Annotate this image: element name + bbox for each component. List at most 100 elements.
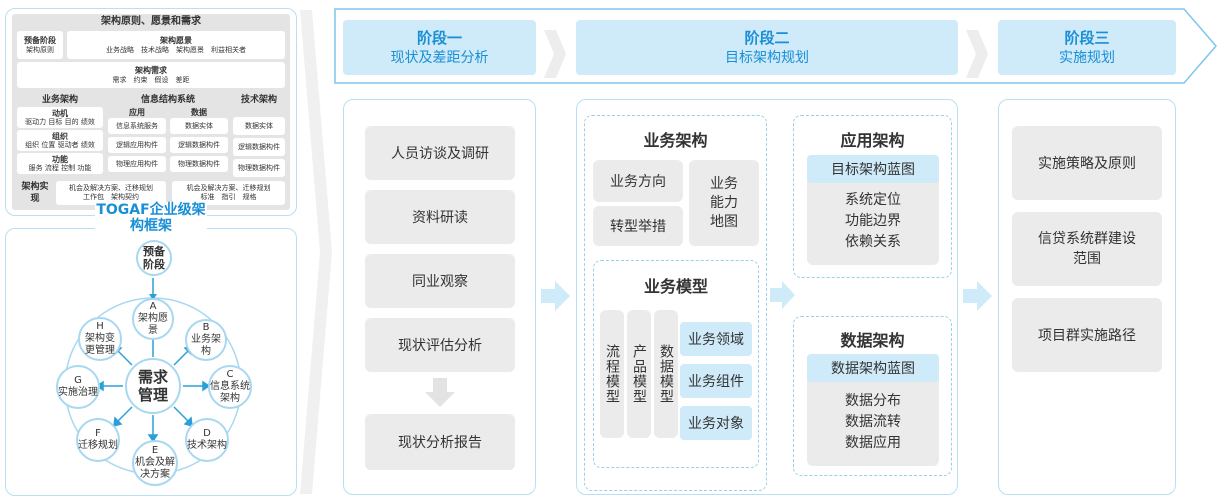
stage-1-title: 阶段一: [416, 28, 462, 47]
arrow-biz-to-arch: [770, 281, 795, 309]
app-arch-item-1: 系统定位: [845, 192, 901, 208]
phase-d: D 技术架构: [185, 418, 229, 462]
phase-a-letter: A: [149, 301, 157, 312]
impl2-title: 机会及解决方案、迁移规划: [186, 184, 271, 192]
prelim-label: 预备阶段: [143, 245, 165, 271]
app-arch-item-2: 功能边界: [845, 213, 901, 229]
ba-func-items: 服务 流程 控制 功能: [28, 163, 92, 172]
is-title: 信息结构系统: [140, 95, 195, 105]
phase-a: A 架构愿景: [132, 298, 174, 340]
phase-b: B 业务架构: [185, 319, 227, 361]
phase-c-letter: C: [226, 369, 234, 380]
stage-3-header: 阶段三 实施规划: [998, 20, 1176, 75]
biz-model-title: 业务模型: [643, 277, 708, 296]
impl-title: 架构实现: [21, 182, 49, 204]
ba-org: 组织: [52, 131, 68, 141]
arrow-stage1-to-2: [541, 281, 570, 311]
stage1-item-4: 现状评估分析: [365, 318, 515, 372]
banner-chevron-1: [544, 30, 566, 78]
is-app2: 逻辑应用构件: [108, 137, 166, 153]
is-app3: 物理应用构件: [108, 156, 166, 172]
ba-org-box: 组织 组织 位置 驱动者 绩效: [17, 130, 103, 151]
phase-h: H 架构变更管理: [78, 317, 122, 361]
req-title: 架构需求: [135, 65, 167, 75]
principles-title: 架构原则、愿景和需求: [101, 16, 201, 27]
section-divider-arrow: [300, 10, 332, 494]
ba-motive-box: 动机 驱动力 目标 目的 绩效: [17, 107, 103, 128]
biz-model-col-1: 流程模型: [600, 310, 624, 438]
ba-func-box: 功能 服务 流程 控制 功能: [17, 153, 103, 174]
ta-column: 技术架构 数据实体 逻辑数据构件 物理数据构件: [233, 93, 285, 177]
data-arch-item-3: 数据应用: [845, 435, 901, 451]
is-data: 数据: [191, 108, 207, 117]
phase-c: C 信息系统架构: [208, 365, 252, 409]
phase-e-letter: E: [151, 445, 159, 456]
stage1-item-3: 同业观察: [365, 254, 515, 308]
is-data2: 逻辑数据构件: [170, 137, 228, 153]
banner-chevron-2: [966, 30, 988, 78]
stage-3-subtitle: 实施规划: [1059, 49, 1115, 66]
stage1-down-arrow: [425, 378, 455, 407]
phase-b-letter: B: [202, 322, 210, 333]
ta1: 数据实体: [233, 117, 285, 135]
data-arch-blueprint: 数据架构蓝图: [807, 354, 939, 382]
stage1-result: 现状分析报告: [365, 414, 515, 470]
ba-func: 功能: [52, 154, 68, 164]
data-arch-items: 数据分布 数据流转 数据应用: [807, 391, 939, 454]
phase-h-label: 架构变更管理: [85, 333, 115, 356]
is-data1: 数据实体: [170, 118, 228, 134]
ba-title: 业务架构: [41, 95, 78, 105]
impl1-title: 机会及解决方案、迁移规划: [69, 184, 153, 192]
biz-capability: 业务能力地图: [689, 160, 759, 246]
stage-3-title: 阶段三: [1064, 28, 1110, 47]
biz-model-item-2: 业务组件: [680, 364, 752, 398]
phase-e-label: 机会及解决方案: [135, 457, 175, 480]
phase-h-letter: H: [96, 321, 104, 332]
data-arch-item-1: 数据分布: [845, 393, 901, 409]
prelim-title: 预备阶段: [24, 35, 56, 45]
stage3-item-2-label: 信贷系统群建设范围: [1038, 231, 1136, 267]
biz-arch-title: 业务架构: [643, 131, 708, 150]
ta3: 物理数据构件: [233, 159, 285, 177]
app-arch-item-3: 依赖关系: [845, 234, 901, 250]
stage-2-header: 阶段二 目标架构规划: [576, 20, 958, 75]
phase-f-letter: F: [95, 428, 101, 439]
stage3-item-2: 信贷系统群建设范围: [1012, 212, 1162, 286]
biz-model-item-3: 业务对象: [680, 406, 752, 440]
impl1-items: 工作包 架构契约: [83, 193, 139, 201]
phase-b-label: 业务架构: [191, 334, 221, 357]
stage3-item-1: 实施策略及原则: [1012, 126, 1162, 200]
app-arch-items: 系统定位 功能边界 依赖关系: [807, 190, 939, 253]
togaf-cycle-title: TOGAF企业级架构框架: [95, 202, 207, 234]
center-label: 需求管理: [137, 368, 168, 404]
ba-org-items: 组织 位置 驱动者 绩效: [25, 140, 95, 149]
impl-box-1: 机会及解决方案、迁移规划 工作包 架构契约: [56, 181, 166, 205]
biz-model-col-3: 数据模型: [654, 310, 678, 438]
biz-direction: 业务方向: [593, 160, 683, 202]
prelim-arrowhead: [149, 294, 157, 300]
vision-items: 业务战略 技术战略 架构愿景 利益相关者: [106, 45, 246, 54]
vision-box: 架构愿景 业务战略 技术战略 架构愿景 利益相关者: [67, 31, 285, 59]
ba-motive-items: 驱动力 目标 目的 绩效: [25, 117, 95, 126]
phase-g: G 实施治理: [56, 365, 100, 409]
phase-f-label: 迁移规划: [78, 440, 118, 451]
biz-arch-group: [584, 115, 767, 491]
is-app: 应用: [129, 108, 145, 117]
ta-title: 技术架构: [240, 95, 277, 105]
data-arch-group: [793, 316, 952, 476]
is-column: 信息结构系统 应用 信息系统服务 逻辑应用构件 物理应用构件 数据 数据实体 逻…: [108, 93, 228, 177]
biz-model-group: [593, 260, 759, 468]
is-app1: 信息系统服务: [108, 118, 166, 134]
app-arch-blueprint: 目标架构蓝图: [807, 155, 939, 183]
arrow-stage2-to-3: [963, 281, 992, 311]
impl-box-2: 机会及解决方案、迁移规划 标准 指引 规格: [172, 181, 285, 205]
stage3-item-3: 项目群实施路径: [1012, 298, 1162, 372]
phase-g-letter: G: [74, 375, 82, 386]
vision-title: 架构愿景: [160, 35, 192, 45]
biz-model-col-2: 产品模型: [627, 310, 651, 438]
is-data3: 物理数据构件: [170, 156, 228, 172]
stage-1-subtitle: 现状及差距分析: [390, 49, 489, 66]
app-arch-title: 应用架构: [840, 131, 905, 150]
app-arch-group: [793, 115, 952, 278]
phase-a-label: 架构愿景: [138, 313, 168, 336]
